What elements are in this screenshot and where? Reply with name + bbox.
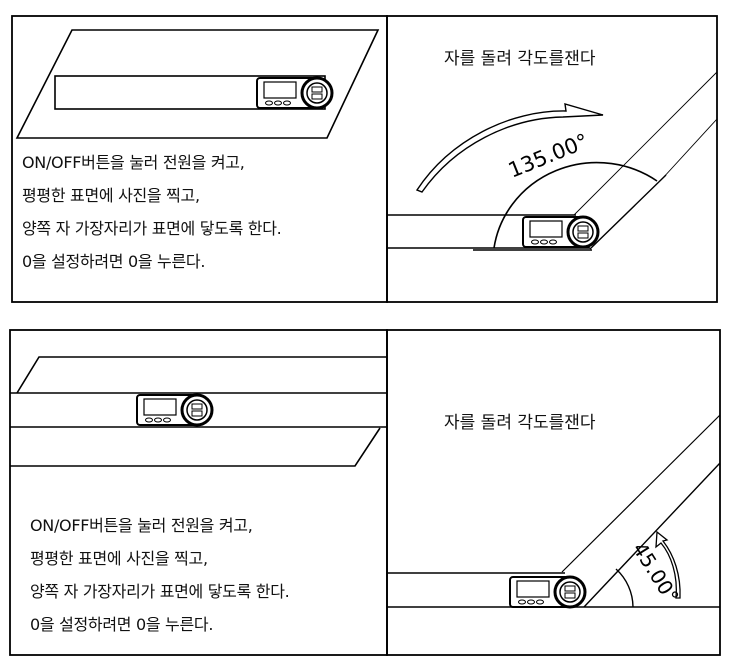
angle-arc xyxy=(615,568,634,608)
instruction-line: 0을 설정하려면 0을 누른다. xyxy=(30,615,214,634)
rotate-title: 자를 돌려 각도를잰다 xyxy=(444,413,596,433)
angle-finder-device xyxy=(135,393,214,427)
instruction-line: 평평한 표면에 사진을 찍고, xyxy=(30,549,208,568)
instruction-text: ON/OFF버튼을 눌러 전원을 켜고, 평평한 표면에 사진을 찍고, 양쪽 … xyxy=(30,509,290,641)
flat-surface-illustration xyxy=(10,356,387,467)
instruction-line: 양쪽 자 가장자리가 표면에 닿도록 한다. xyxy=(22,219,282,238)
rotate-arrow-icon xyxy=(415,103,604,193)
instruction-line: ON/OFF버튼을 눌러 전원을 켜고, xyxy=(22,153,245,172)
instruction-line: 평평한 표면에 사진을 찍고, xyxy=(22,186,200,205)
rotate-title: 자를 돌려 각도를잰다 xyxy=(444,49,596,69)
angle-finder-device xyxy=(521,215,600,249)
instruction-text: ON/OFF버튼을 눌러 전원을 켜고, 평평한 표면에 사진을 찍고, 양쪽 … xyxy=(22,146,282,278)
instruction-line: 0을 설정하려면 0을 누른다. xyxy=(22,252,206,271)
angle-finder-device xyxy=(255,76,334,110)
instruction-line: ON/OFF버튼을 눌러 전원을 켜고, xyxy=(30,516,253,535)
rotate-arrow-icon xyxy=(655,530,681,599)
panel-frames xyxy=(9,15,721,656)
angle-finder-device xyxy=(508,575,587,609)
angle-arc xyxy=(493,161,658,249)
ruler-135-illustration xyxy=(387,71,718,251)
instruction-line: 양쪽 자 가장자리가 표면에 닿도록 한다. xyxy=(30,582,290,601)
